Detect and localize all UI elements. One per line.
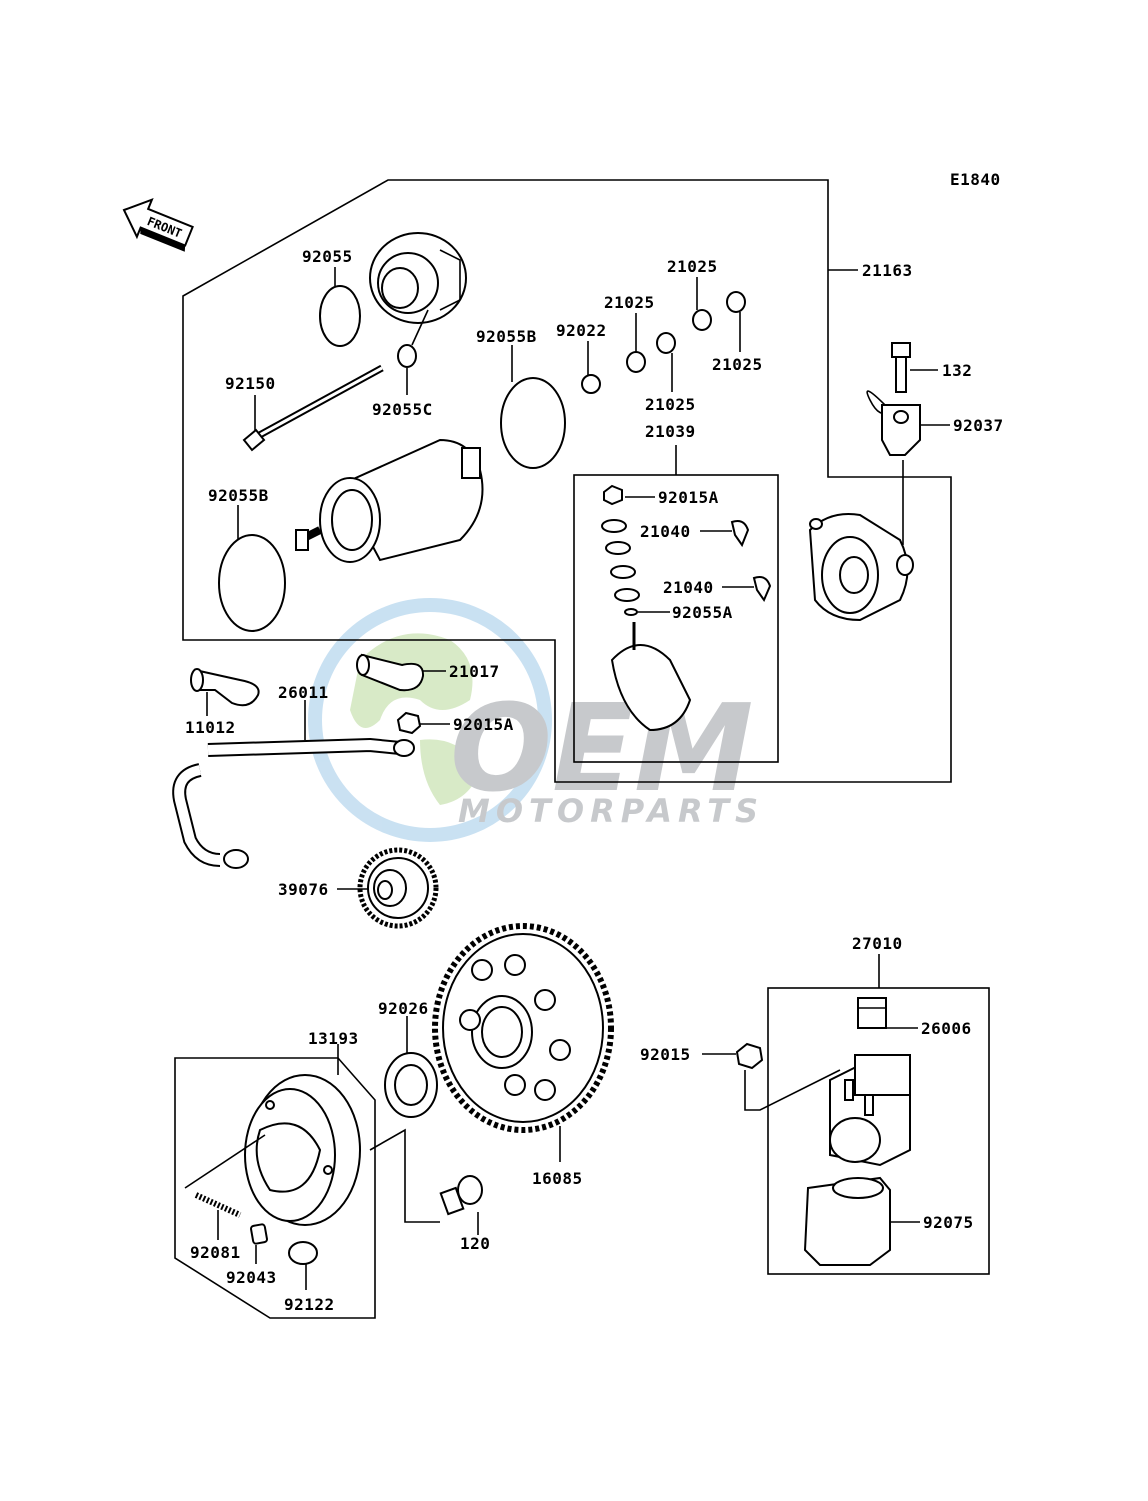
clamp-92037-part: [866, 390, 921, 456]
part-label-120: 120: [460, 1234, 490, 1253]
part-label-92150: 92150: [225, 374, 276, 393]
starter-end-cover-part: [369, 232, 467, 324]
leader-line: [369, 1128, 440, 1223]
terminal-cover-21017-part: [356, 653, 425, 692]
part-label-16085: 16085: [532, 1169, 583, 1188]
globe-ring-icon: [308, 598, 552, 842]
part-label-92015: 92015: [640, 1045, 691, 1064]
part-label-92037: 92037: [953, 416, 1004, 435]
idle-gear-39076-part: [357, 847, 439, 929]
o-ring-92055-part: [319, 285, 361, 347]
nut-92015-part: [735, 1042, 764, 1070]
leader-line: [411, 309, 429, 346]
bolt-120-part: [439, 1175, 483, 1216]
fuse-26006-part: [857, 997, 887, 1029]
starter-relay-part: [829, 1054, 911, 1167]
bolt-132-part: [891, 342, 911, 393]
part-label-92055B-cover: 92055B: [476, 327, 537, 346]
part-label-26011: 26011: [278, 683, 329, 702]
globe-continent-icon: [420, 739, 480, 805]
starter-motor-body-part: [295, 438, 484, 563]
part-label-21025-d: 21025: [712, 355, 763, 374]
diagram-code: E1840: [950, 170, 1001, 189]
washer-92022-part: [581, 374, 601, 394]
washer-21025-part: [726, 291, 746, 313]
part-label-92015A-cable: 92015A: [453, 715, 514, 734]
roller-92122-part: [288, 1241, 318, 1265]
watermark-brand: OEM: [450, 680, 753, 819]
o-ring-92055c-part: [397, 344, 417, 368]
part-label-21025-c: 21025: [667, 257, 718, 276]
part-label-21040-b: 21040: [663, 578, 714, 597]
through-bolt-92150-part: [242, 364, 384, 452]
brush-set-parts: [601, 484, 772, 732]
part-label-21040-a: 21040: [640, 522, 691, 541]
o-ring-92055b-part: [218, 534, 286, 632]
part-label-13193: 13193: [308, 1029, 359, 1048]
part-label-92022: 92022: [556, 321, 607, 340]
o-ring-92055b-cover-part: [500, 377, 566, 469]
leader-line: [744, 1069, 841, 1111]
spring-92081-part: [194, 1192, 242, 1218]
part-label-21025-a: 21025: [604, 293, 655, 312]
part-label-11012: 11012: [185, 718, 236, 737]
part-label-92055A: 92055A: [672, 603, 733, 622]
leader-line: [184, 1134, 266, 1189]
nut-92015a-part: [396, 711, 422, 735]
part-label-92055B-motor: 92055B: [208, 486, 269, 505]
washer-21025-part: [656, 332, 676, 354]
part-label-26006: 26006: [921, 1019, 972, 1038]
part-label-132: 132: [942, 361, 972, 380]
one-way-clutch-part: [244, 1074, 361, 1226]
part-label-92015A-top: 92015A: [658, 488, 719, 507]
part-label-92043: 92043: [226, 1268, 277, 1287]
part-label-92081: 92081: [190, 1243, 241, 1262]
oem-motorparts-watermark: OEM MOTORPARTS: [308, 598, 764, 842]
washer-21025-part: [626, 351, 646, 373]
pin-92043-part: [250, 1223, 268, 1245]
part-label-92055C: 92055C: [372, 400, 433, 419]
relay-cover-92075-part: [803, 1176, 891, 1266]
washer-92026-hole: [394, 1064, 428, 1106]
starter-front-cover-part: [808, 513, 914, 622]
terminal-cover-11012-part: [190, 668, 260, 707]
starter-clutch-gear-16085-part: [432, 923, 614, 1133]
assembly-outline-21163: [182, 179, 952, 783]
washer-21025-part: [692, 309, 712, 331]
watermark-tagline: MOTORPARTS: [458, 792, 764, 830]
part-label-27010: 27010: [852, 934, 903, 953]
part-label-92075: 92075: [923, 1213, 974, 1232]
part-label-21163: 21163: [862, 261, 913, 280]
part-label-92055: 92055: [302, 247, 353, 266]
part-label-21025-b: 21025: [645, 395, 696, 414]
front-arrow-icon: FRONT: [122, 197, 194, 252]
part-label-92026: 92026: [378, 999, 429, 1018]
part-label-92122: 92122: [284, 1295, 335, 1314]
starter-cable-26011-part: [172, 737, 415, 869]
part-label-21039: 21039: [645, 422, 696, 441]
part-label-39076: 39076: [278, 880, 329, 899]
part-label-21017: 21017: [449, 662, 500, 681]
